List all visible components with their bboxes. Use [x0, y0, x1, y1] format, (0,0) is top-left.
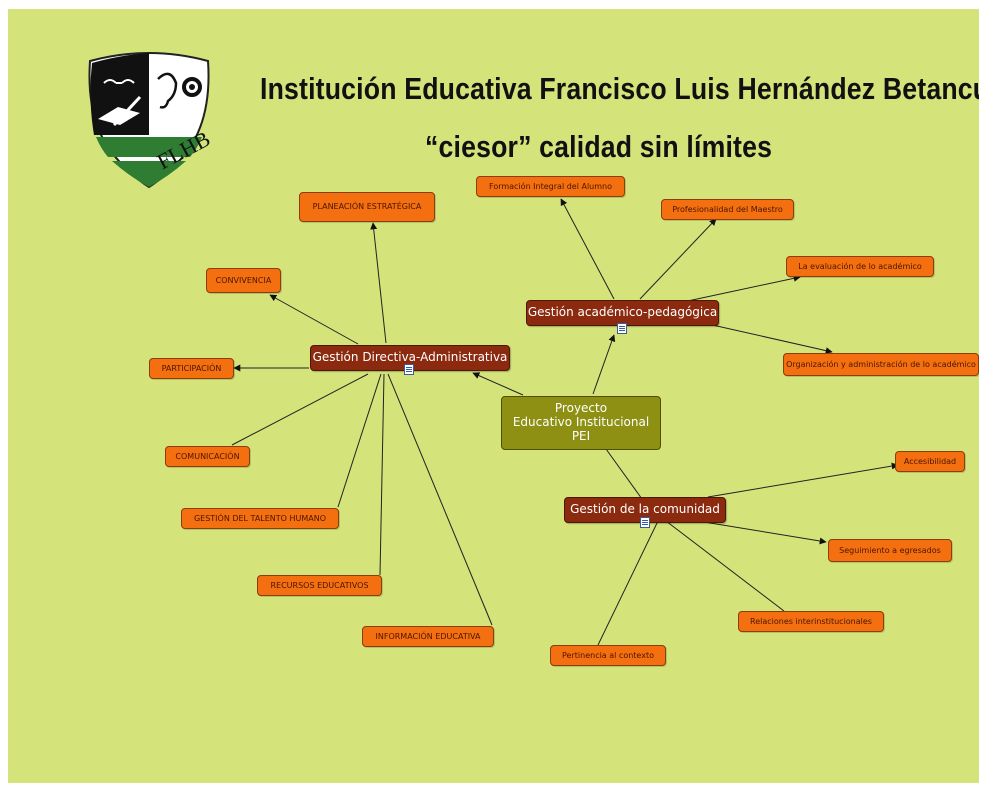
branch-label-directiva: Gestión Directiva-Administrativa: [312, 350, 508, 365]
leaf-accesibilidad[interactable]: Accesibilidad: [895, 451, 965, 472]
leaf-label: COMUNICACIÓN: [175, 451, 240, 461]
edge-comunidad-seguimiento: [697, 520, 827, 545]
edge-academica-formacion: [560, 198, 615, 300]
leaf-participacion[interactable]: PARTICIPACIÓN: [149, 358, 234, 379]
leaf-formacion-integral[interactable]: Formación Integral del Alumno: [476, 176, 625, 197]
document-icon[interactable]: [640, 517, 650, 528]
leaf-convivencia[interactable]: CONVIVENCIA: [206, 268, 281, 293]
branch-node-directiva[interactable]: Gestión Directiva-Administrativa: [310, 345, 510, 371]
leaf-label: Profesionalidad del Maestro: [672, 204, 783, 214]
page-subtitle: “ciesor” calidad sin límites: [425, 129, 773, 164]
leaf-label: INFORMACIÓN EDUCATIVA: [375, 631, 481, 641]
edge-academica-profesionalidad: [639, 218, 717, 300]
edge-directiva-convivencia: [269, 294, 359, 345]
branch-label-academica: Gestión académico-pedagógica: [527, 305, 718, 320]
branch-label-comunidad: Gestión de la comunidad: [570, 502, 720, 517]
school-shield-logo: FLHB: [88, 52, 214, 189]
leaf-label: CONVIVENCIA: [215, 275, 272, 285]
leaf-comunicacion[interactable]: COMUNICACIÓN: [165, 446, 250, 467]
edge-academica-organizacion: [707, 323, 833, 355]
edge-comunidad-pertinencia: [597, 520, 659, 646]
edge-directiva-informacion: [387, 373, 493, 626]
center-line-3: PEI: [571, 428, 591, 443]
concept-map-canvas: FLHB Institución Educativa Francisco Lui…: [8, 9, 979, 783]
leaf-talento-humano[interactable]: GESTIÓN DEL TALENTO HUMANO: [181, 508, 339, 529]
leaf-profesionalidad-maestro[interactable]: Profesionalidad del Maestro: [661, 199, 794, 220]
leaf-label: Accesibilidad: [903, 456, 957, 466]
branch-node-academica[interactable]: Gestión académico-pedagógica: [526, 300, 719, 326]
edge-comunidad-relaciones: [665, 520, 785, 612]
edge-directiva-recursos: [379, 373, 385, 576]
leaf-label: La evaluación de lo académico: [798, 261, 922, 271]
page-title: Institución Educativa Francisco Luis Her…: [260, 71, 979, 106]
center-line-1: Proyecto: [554, 401, 608, 416]
leaf-label: PLANEACIÓN ESTRATÉGICA: [312, 202, 422, 212]
leaf-pertinencia-contexto[interactable]: Pertinencia al contexto: [550, 645, 666, 666]
leaf-relaciones-interinstitucionales[interactable]: Relaciones interinstitucionales: [738, 611, 884, 632]
edge-academica-evaluacion: [682, 274, 801, 303]
leaf-recursos-educativos[interactable]: RECURSOS EDUCATIVOS: [257, 575, 382, 596]
leaf-label: Seguimiento a egresados: [839, 545, 941, 555]
document-icon[interactable]: [404, 364, 414, 375]
leaf-label: Pertinencia al contexto: [562, 650, 654, 660]
center-line-2: Educativo Institucional: [512, 415, 650, 430]
connector-lines: [231, 198, 899, 646]
edge-comunidad-accesibilidad: [707, 462, 899, 498]
leaf-informacion-educativa[interactable]: INFORMACIÓN EDUCATIVA: [362, 626, 494, 647]
leaf-label: PARTICIPACIÓN: [161, 363, 222, 373]
leaf-label: RECURSOS EDUCATIVOS: [270, 580, 369, 590]
document-icon[interactable]: [617, 323, 627, 334]
leaf-label: Organización y administración de lo acad…: [786, 359, 976, 369]
leaf-label: Relaciones interinstitucionales: [750, 616, 872, 626]
edge-directiva-talento: [337, 373, 382, 508]
leaf-label: Formación Integral del Alumno: [489, 181, 612, 191]
edge-center-comunidad: [605, 448, 643, 500]
leaf-organizacion-academico[interactable]: Organización y administración de lo acad…: [783, 353, 979, 376]
edge-center-academica: [592, 334, 616, 395]
leaf-label: GESTIÓN DEL TALENTO HUMANO: [193, 513, 327, 523]
leaf-evaluacion-academico[interactable]: La evaluación de lo académico: [786, 256, 934, 277]
edge-directiva-comunicacion: [231, 373, 369, 446]
edge-center-directiva: [472, 372, 524, 396]
leaf-seguimiento-egresados[interactable]: Seguimiento a egresados: [828, 539, 952, 562]
center-node-pei[interactable]: Proyecto Educativo Institucional PEI: [501, 396, 661, 450]
leaf-planeacion[interactable]: PLANEACIÓN ESTRATÉGICA: [299, 192, 435, 222]
edge-directiva-planeacion: [370, 222, 387, 344]
